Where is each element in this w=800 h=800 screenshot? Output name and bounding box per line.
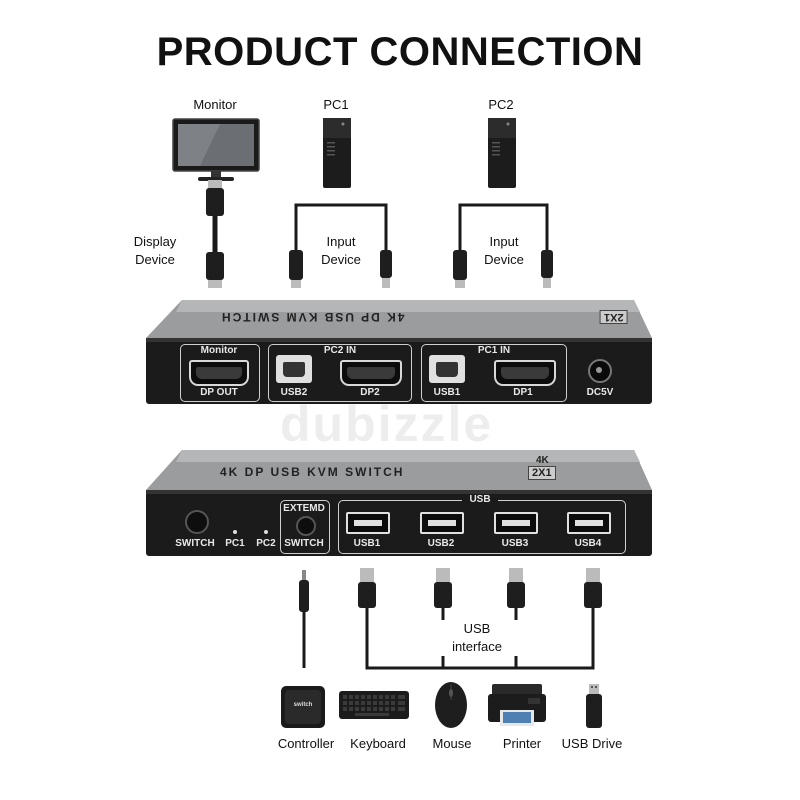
controller-icon [281, 686, 325, 728]
dp-cable-icon [206, 180, 224, 288]
switch-button-label: SWITCH [175, 538, 215, 549]
pc1-in-port-group [421, 344, 567, 402]
pc2-led-label: PC2 [256, 538, 276, 549]
usb-cable-pc2-icon [453, 203, 553, 288]
usb-cable-pc1-icon [289, 203, 392, 288]
monitor-icon [172, 118, 260, 181]
top-cables [206, 180, 553, 288]
usb-group-label: USB [462, 494, 498, 505]
usb3-a-port[interactable] [494, 512, 538, 534]
switch-front-top-text: 4K DP USB KVM SWITCH [220, 465, 405, 479]
monitor-port-group [180, 344, 260, 402]
front-usb3-label: USB3 [501, 538, 529, 549]
front-usb1-label: USB1 [353, 538, 381, 549]
printer-icon [488, 684, 546, 726]
controller-label: Controller [277, 736, 335, 751]
usb2-a-port[interactable] [420, 512, 464, 534]
usb2-b-port[interactable] [276, 355, 312, 383]
usb-interface-label: USB interface [422, 620, 532, 656]
printer-label: Printer [502, 736, 542, 751]
extend-switch-label: SWITCH [284, 538, 324, 549]
controller-text: switch [293, 702, 313, 708]
page-title: PRODUCT CONNECTION [156, 30, 644, 74]
pc1-in-label: PC1 IN [477, 345, 511, 356]
display-device-label: Display Device [133, 234, 177, 267]
front-usb2-label: USB2 [427, 538, 455, 549]
usb1-b-port[interactable] [429, 355, 465, 383]
kvm-switch-rear-body [146, 300, 652, 404]
pc2-in-port-group [268, 344, 412, 402]
mouse-icon [435, 682, 467, 728]
switch-button[interactable] [185, 510, 209, 534]
usb-plugs-icon [358, 568, 602, 608]
mouse-label: Mouse [432, 736, 472, 751]
input-device-label-2: Input Device [484, 234, 524, 267]
input-device-label-1: Input Device [321, 234, 361, 267]
pc2-in-label: PC2 IN [323, 345, 357, 356]
dp-out-label: DP OUT [200, 387, 238, 398]
watermark: dubizzle [280, 396, 494, 452]
usb-drive-label: USB Drive [561, 736, 623, 751]
kvm-switch-front-body [146, 450, 652, 556]
controller-cable-icon [299, 570, 309, 668]
pc1-label: PC1 [323, 97, 349, 112]
usb1-a-port[interactable] [346, 512, 390, 534]
dp1-port[interactable] [494, 360, 556, 386]
pc1-led-label: PC1 [225, 538, 245, 549]
monitor-label: Monitor [193, 97, 237, 112]
dp-out-port[interactable] [189, 360, 249, 386]
dp2-port[interactable] [340, 360, 402, 386]
rear-usb1-label: USB1 [433, 387, 461, 398]
extend-label: EXTEMD [283, 503, 325, 514]
usb-drive-icon [586, 684, 602, 728]
extend-jack[interactable] [296, 516, 316, 536]
rear-usb2-label: USB2 [280, 387, 308, 398]
rear-dp2-label: DP2 [360, 387, 380, 398]
dc5v-port[interactable] [588, 359, 612, 383]
switch-front-4k-badge: 4K [536, 455, 549, 466]
usb4-a-port[interactable] [567, 512, 611, 534]
dc5v-label: DC5V [586, 387, 614, 398]
pc2-tower-icon [488, 118, 516, 188]
rear-monitor-label: Monitor [200, 345, 238, 356]
extend-group [280, 500, 330, 554]
keyboard-icon [339, 691, 409, 719]
bottom-cables [299, 568, 602, 670]
pc1-tower-icon [323, 118, 351, 188]
switch-front-badge: 2X1 [528, 466, 556, 480]
pc2-label: PC2 [488, 97, 514, 112]
pc2-led [264, 530, 268, 534]
dc5v-pin [596, 367, 602, 373]
rear-dp1-label: DP1 [513, 387, 533, 398]
pc1-led [233, 530, 237, 534]
keyboard-label: Keyboard [350, 736, 406, 751]
front-usb4-label: USB4 [574, 538, 602, 549]
